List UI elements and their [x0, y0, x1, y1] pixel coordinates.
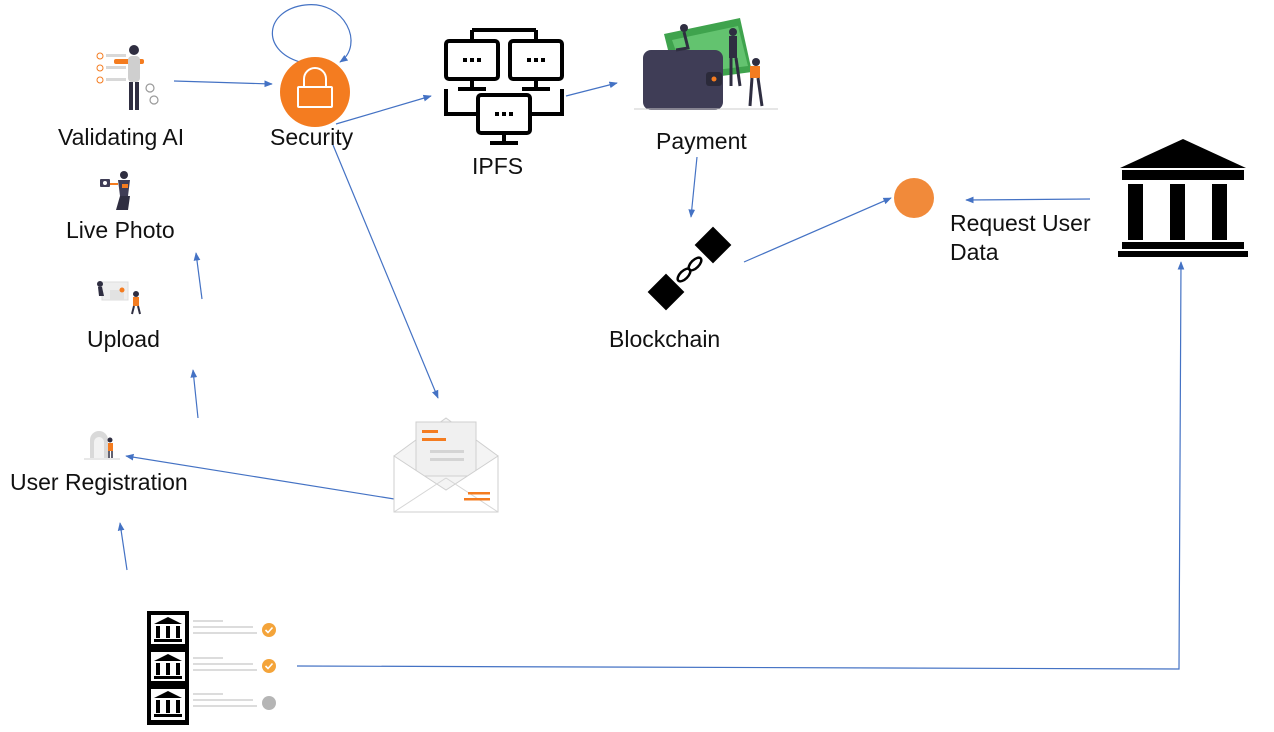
chain-link-icon [647, 226, 732, 311]
person-at-door-illustration [84, 431, 120, 460]
arrow-security-to-ipfs [335, 94, 432, 125]
check-icon [262, 623, 276, 637]
label-upload: Upload [87, 326, 160, 352]
bank-list-row [147, 685, 276, 725]
person-uploading-photo-illustration [97, 281, 141, 315]
arrow-payment-to-blockchain [688, 156, 698, 218]
label-blockchain: Blockchain [609, 326, 721, 352]
pending-dot-icon [262, 696, 276, 710]
computer-screen-dots [463, 58, 545, 116]
networked-computers-icon [444, 28, 564, 145]
open-envelope-icon [393, 417, 499, 513]
arrow-list-to-registration [117, 522, 128, 571]
arrow-bank-to-request [965, 196, 1091, 204]
arrow-ai-to-security [173, 80, 273, 88]
label-payment: Payment [656, 128, 747, 154]
label-live-photo: Live Photo [66, 217, 175, 243]
bank-list-row [147, 648, 276, 685]
bank-list-row [147, 611, 276, 648]
arrow-email-to-registration [125, 453, 445, 508]
label-ipfs: IPFS [472, 153, 524, 179]
person-taking-selfie-illustration [100, 171, 130, 210]
label-request-user-data: Request User Data [950, 210, 1091, 265]
bank-building-icon [1118, 139, 1248, 257]
arrow-registration-to-upload [190, 369, 199, 419]
arrow-security-to-email [332, 144, 439, 399]
arrow-ipfs-to-payment [565, 81, 618, 97]
person-with-checklist-illustration [96, 45, 159, 110]
arrow-list-to-bank [296, 261, 1185, 670]
orange-circle-node [894, 178, 934, 218]
label-user-registration: User Registration [10, 469, 188, 495]
bank-approval-list-icon [147, 611, 276, 725]
connector-arrows [117, 4, 1185, 670]
arrow-security-self-loop [271, 4, 352, 63]
label-validating-ai: Validating AI [58, 124, 185, 150]
arrow-blockchain-to-request [743, 197, 892, 263]
check-icon [262, 659, 276, 673]
label-security: Security [270, 124, 354, 150]
wallet-with-money-illustration [634, 18, 778, 110]
padlock-icon [280, 57, 350, 127]
arrow-upload-to-livephoto [193, 252, 203, 300]
